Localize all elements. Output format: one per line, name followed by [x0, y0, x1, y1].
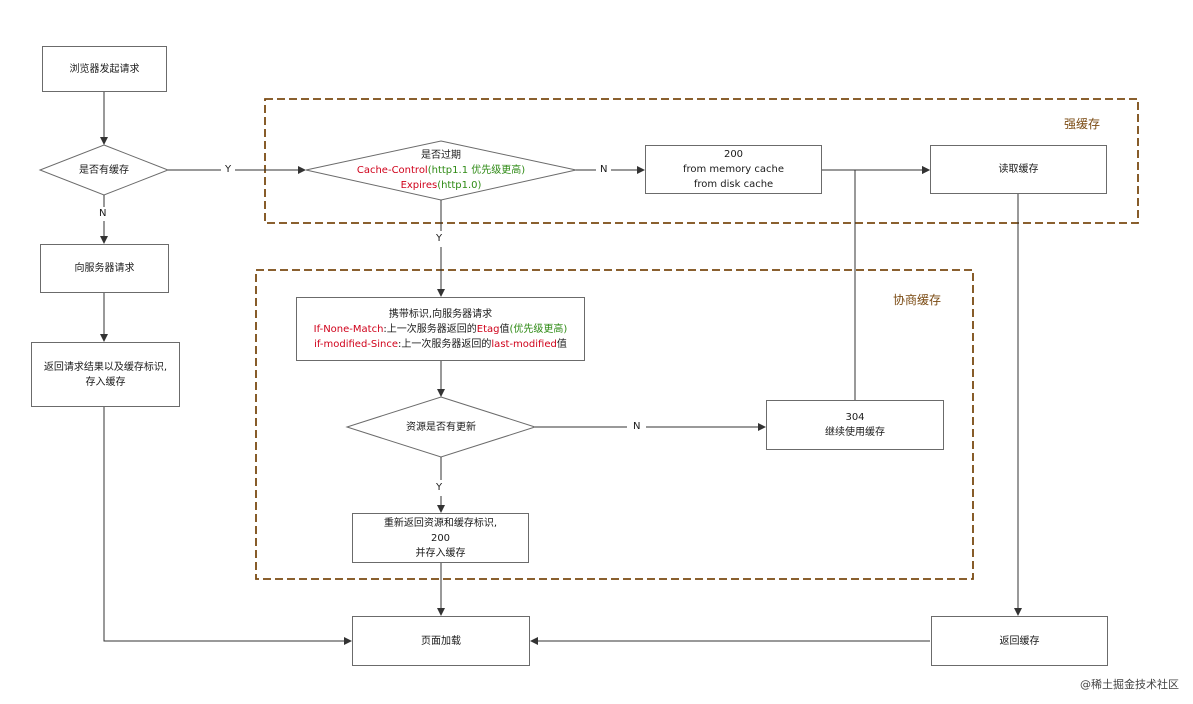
- etag-key: Etag: [476, 323, 500, 335]
- s200-line-2: from memory cache: [682, 164, 785, 175]
- edge-label-y1: Y: [221, 164, 236, 176]
- return-and-store-node: 返回请求结果以及缓存标识, 存入缓存: [31, 342, 180, 407]
- start-node: 浏览器发起请求: [42, 46, 167, 92]
- request-server-node: 向服务器请求: [40, 244, 169, 293]
- has-cache-label: 是否有缓存: [79, 164, 129, 176]
- if-none-match-name: If-None-Match: [313, 323, 384, 335]
- page-load-label: 页面加载: [421, 635, 461, 647]
- carry-title: 携带标识,向服务器请求: [388, 308, 493, 320]
- etag-value-suffix: 值: [499, 323, 510, 335]
- edge-label-y3: Y: [436, 480, 443, 496]
- reload-line-1: 重新返回资源和缓存标识,: [383, 517, 498, 529]
- status-304-node: 304 继续使用缓存: [766, 400, 944, 450]
- watermark: @稀土掘金技术社区: [1080, 678, 1179, 691]
- negotiated-cache-title: 协商缓存: [893, 293, 942, 307]
- s200-line-1: 200: [723, 149, 744, 160]
- reload-node: 重新返回资源和缓存标识, 200 并存入缓存: [352, 513, 529, 563]
- updated-text: 资源是否有更新: [347, 397, 535, 457]
- status-200-node: 200 from memory cache from disk cache: [645, 145, 822, 194]
- read-cache-label: 读取缓存: [998, 164, 1039, 175]
- edge-label-n1: N: [99, 207, 107, 221]
- cache-control-note: (http1.1 优先级更高): [427, 165, 526, 176]
- start-label: 浏览器发起请求: [69, 63, 140, 75]
- s200-line-3: from disk cache: [693, 179, 774, 190]
- return-cache-node: 返回缓存: [931, 616, 1108, 666]
- cache-control-line: Cache-Control(http1.1 优先级更高): [357, 163, 525, 178]
- edge-return-to-page-load: [103, 407, 352, 645]
- if-modified-since-text: :上一次服务器返回的: [398, 338, 492, 350]
- edge-label-n2: N: [596, 164, 612, 176]
- expired-title: 是否过期: [421, 150, 461, 161]
- last-modified-value-suffix: 值: [556, 338, 567, 350]
- expires-name: Expires: [400, 180, 438, 191]
- return-cache-label: 返回缓存: [999, 635, 1040, 647]
- etag-priority-note: (优先级更高): [509, 323, 568, 335]
- edge-label-n3: N: [627, 421, 647, 433]
- expires-line: Expires(http1.0): [401, 178, 482, 193]
- strong-cache-title: 强缓存: [1064, 117, 1101, 131]
- if-modified-since-name: if-modified-Since: [314, 338, 399, 350]
- cache-control-name: Cache-Control: [356, 165, 428, 176]
- s304-line-2: 继续使用缓存: [825, 427, 885, 438]
- page-load-node: 页面加载: [352, 616, 530, 666]
- read-cache-node: 读取缓存: [930, 145, 1107, 194]
- last-modified-key: last-modified: [491, 338, 557, 350]
- edge-304-to-read-cache: [854, 166, 930, 400]
- strong-cache-region: [264, 98, 1139, 224]
- if-modified-since-line: if-modified-Since:上一次服务器返回的last-modified…: [314, 337, 567, 352]
- expired-text: 是否过期 Cache-Control(http1.1 优先级更高) Expire…: [306, 141, 576, 200]
- expires-note: (http1.0): [437, 180, 482, 191]
- request-server-label: 向服务器请求: [74, 263, 135, 274]
- if-none-match-line: If-None-Match:上一次服务器返回的Etag值(优先级更高): [314, 322, 568, 337]
- updated-label: 资源是否有更新: [406, 421, 476, 433]
- carry-identifier-node: 携带标识,向服务器请求 If-None-Match:上一次服务器返回的Etag值…: [296, 297, 585, 361]
- negotiated-cache-region: [255, 269, 974, 580]
- s304-line-1: 304: [845, 412, 865, 423]
- reload-line-2: 200: [430, 532, 451, 544]
- if-none-match-text: :上一次服务器返回的: [383, 323, 477, 335]
- has-cache-text: 是否有缓存: [40, 145, 168, 195]
- return-store-line-2: 存入缓存: [85, 376, 126, 388]
- return-store-line-1: 返回请求结果以及缓存标识,: [43, 361, 168, 373]
- reload-line-3: 并存入缓存: [415, 547, 466, 559]
- edge-label-y2: Y: [436, 231, 443, 247]
